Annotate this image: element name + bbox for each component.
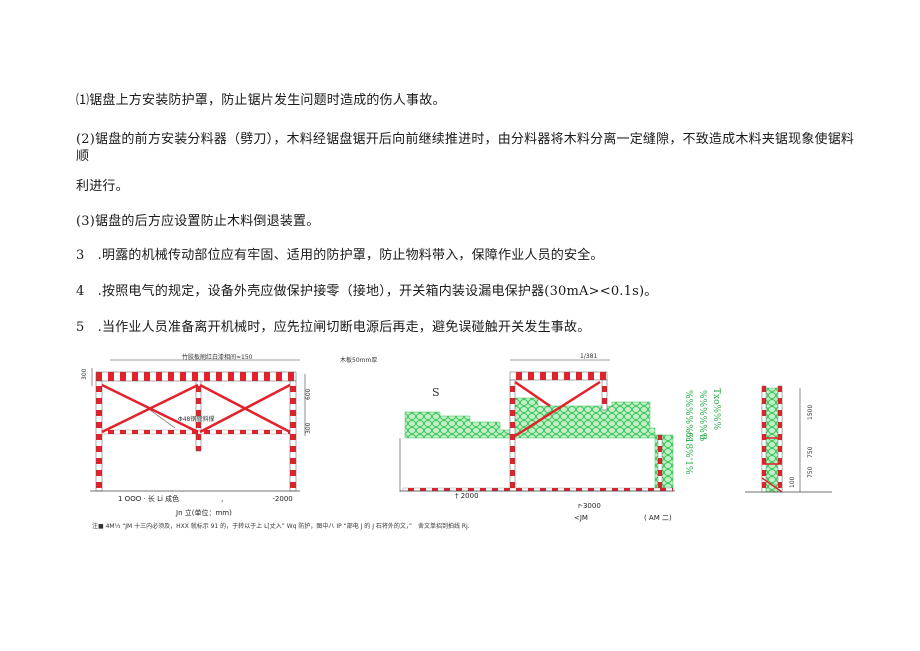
mid-post-2 <box>601 379 608 411</box>
paragraph-splitter-continued: 顺 <box>76 149 90 164</box>
left-caption: Jn 立(单位：mm) <box>175 508 232 517</box>
middle-section: 木板50mm厚 S 1/381 † 2000 r-3000 <JM ( AM 二… <box>340 353 721 522</box>
mid-right-dim: r-3000 <box>578 502 601 510</box>
drawing-footnote: 注■ 4M⅓ “JM 十三内必须及，HXX 就标示 91 的，于转以于上 L[丈… <box>92 522 470 530</box>
right-dim-3: 750 <box>807 466 814 478</box>
paragraph-splitter: (2)锯盘的前方安装分料器（劈刀），木料经锯盘锯开后向前继续推进时，由分料器将木… <box>76 132 855 147</box>
left-diag-label: Φ48钢管斜撑 <box>178 415 214 423</box>
paragraph-grounding: 4 .按照电气的规定，设备外壳应做保护接零（接地），开关箱内装设漏电保护器(30… <box>76 284 658 299</box>
green-vertical-text-4: 0 <box>697 434 707 440</box>
green-vertical-text-3: Txo%%% <box>711 388 721 431</box>
left-bottom-dim: 1 OOO · 长 Li 成色 , -2000 <box>118 494 293 503</box>
mid-top-right-label: 1/381 <box>580 353 597 360</box>
paragraph-anti-kickback: (3)锯盘的后方应设置防止木料倒退装置。 <box>76 214 320 229</box>
green-vertical-text-2: %%%%%% <box>697 390 707 442</box>
right-side-view: 1500 750 750 100 <box>745 385 832 493</box>
right-post-1 <box>761 385 767 493</box>
left-post-3 <box>289 380 297 492</box>
left-post-2 <box>195 380 202 452</box>
paragraph-splitter-end: 利进行。 <box>76 179 129 194</box>
mid-edge-post <box>657 434 663 491</box>
mid-post-1 <box>509 379 516 491</box>
mid-top-label: 木板50mm厚 <box>340 356 377 364</box>
left-side-dim-right: 600 <box>305 388 312 400</box>
right-dim-1: 1500 <box>807 405 814 420</box>
mid-s-label: S <box>432 386 440 399</box>
mid-caption: <JM ( AM 二) <box>574 514 672 522</box>
left-elevation: 竹胶板刷红白漆相间≈150 300 600 300 Φ48钢管斜撑 1 OOO … <box>81 353 312 517</box>
left-side-dim-top: 300 <box>81 368 88 380</box>
left-top-label: 竹胶板刷红白漆相间≈150 <box>182 353 253 361</box>
mid-bottom-dim: † 2000 <box>455 492 479 500</box>
paragraph-transmission-guard: 3 .明露的机械传动部位应有牢固、适用的防护罩，防止物料带入，保障作业人员的安全… <box>76 248 604 263</box>
right-post-2 <box>777 385 783 493</box>
green-vertical-text-5: 618%'1% <box>683 432 693 475</box>
left-top-beam <box>95 371 297 382</box>
right-dim-2: 750 <box>807 446 814 458</box>
green-vertical-text-1: %%%%%% <box>683 390 693 442</box>
left-side-dim-bottom: 300 <box>305 422 312 434</box>
mid-base-rail <box>402 487 674 492</box>
mid-top-beam <box>509 371 608 381</box>
paragraph-saw-guard: ⑴锯盘上方安装防护罩，防止锯片发生问题时造成的伤人事故。 <box>76 93 446 108</box>
green-safety-net <box>404 397 656 439</box>
protective-shed-drawing: 竹胶板刷红白漆相间≈150 300 600 300 Φ48钢管斜撑 1 OOO … <box>81 353 832 530</box>
right-dim-4: 100 <box>789 476 796 488</box>
left-post-1 <box>95 380 103 492</box>
paragraph-power-off: 5 .当作业人员准备离开机械时，应先拉闸切断电源后再走，避免误碰触开关发生事故。 <box>76 320 591 335</box>
